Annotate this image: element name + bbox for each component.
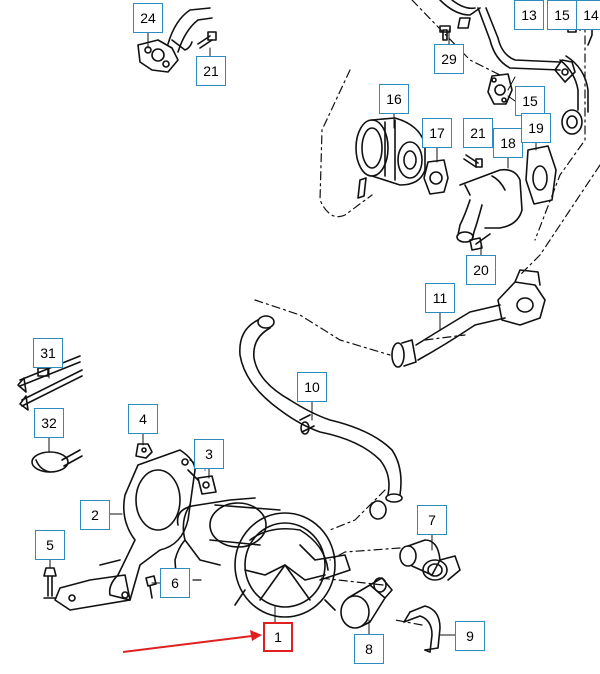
callout-31: 31	[33, 338, 63, 368]
callout-8: 8	[354, 634, 384, 664]
pipe-18	[456, 168, 523, 243]
callout-18: 18	[493, 128, 523, 158]
hose-clamp-32	[31, 449, 83, 473]
bracket-2	[54, 449, 196, 611]
clip-9	[403, 605, 441, 653]
callout-6: 6	[160, 568, 190, 598]
callout-7: 7	[417, 505, 447, 535]
gasket-17	[423, 159, 449, 195]
sensor-3	[187, 469, 217, 495]
callout-16: 16	[379, 84, 409, 114]
bolt-29	[439, 25, 451, 41]
callout-19: 19	[521, 113, 551, 143]
callout-4: 4	[128, 404, 158, 434]
bolt-5	[43, 567, 57, 599]
connector-8	[340, 577, 393, 629]
callout-10: 10	[297, 372, 327, 402]
callout-20: 20	[466, 255, 496, 285]
cable-ties-31	[17, 355, 83, 411]
bolt-6	[145, 575, 157, 599]
callout-1: 1	[263, 622, 293, 652]
callout-14: 14	[576, 0, 600, 30]
hose-11	[391, 269, 546, 368]
secondary-air-pump-1	[174, 497, 351, 618]
callout-15-top: 15	[547, 0, 577, 30]
hose-10	[239, 315, 403, 520]
nut-4	[135, 443, 153, 459]
callout-29: 29	[434, 44, 464, 74]
assembly-boundary-lines	[174, 0, 600, 626]
callout-3: 3	[194, 439, 224, 469]
callout-11: 11	[425, 283, 455, 313]
callout-9: 9	[455, 621, 485, 651]
gasket-19	[525, 145, 557, 205]
callout-2: 2	[80, 500, 110, 530]
bolt-20	[469, 233, 491, 251]
callout-21-mid: 21	[463, 118, 493, 148]
gasket-15	[487, 73, 513, 105]
callout-32: 32	[34, 408, 64, 438]
callout-15-mid: 15	[515, 86, 545, 116]
callout-13: 13	[514, 0, 544, 30]
upper-pipe-assembly	[439, 0, 593, 135]
callout-21-top: 21	[196, 56, 226, 86]
exhaust-flange-24	[137, 7, 213, 73]
callout-17: 17	[422, 118, 452, 148]
bolt-21-mid	[463, 154, 483, 168]
highlight-arrow	[122, 630, 262, 653]
hose-connector-7	[399, 539, 461, 581]
callout-5: 5	[35, 530, 65, 560]
callout-24: 24	[133, 3, 163, 33]
combination-valve-16	[355, 117, 426, 199]
bolt-21-top	[197, 31, 217, 49]
